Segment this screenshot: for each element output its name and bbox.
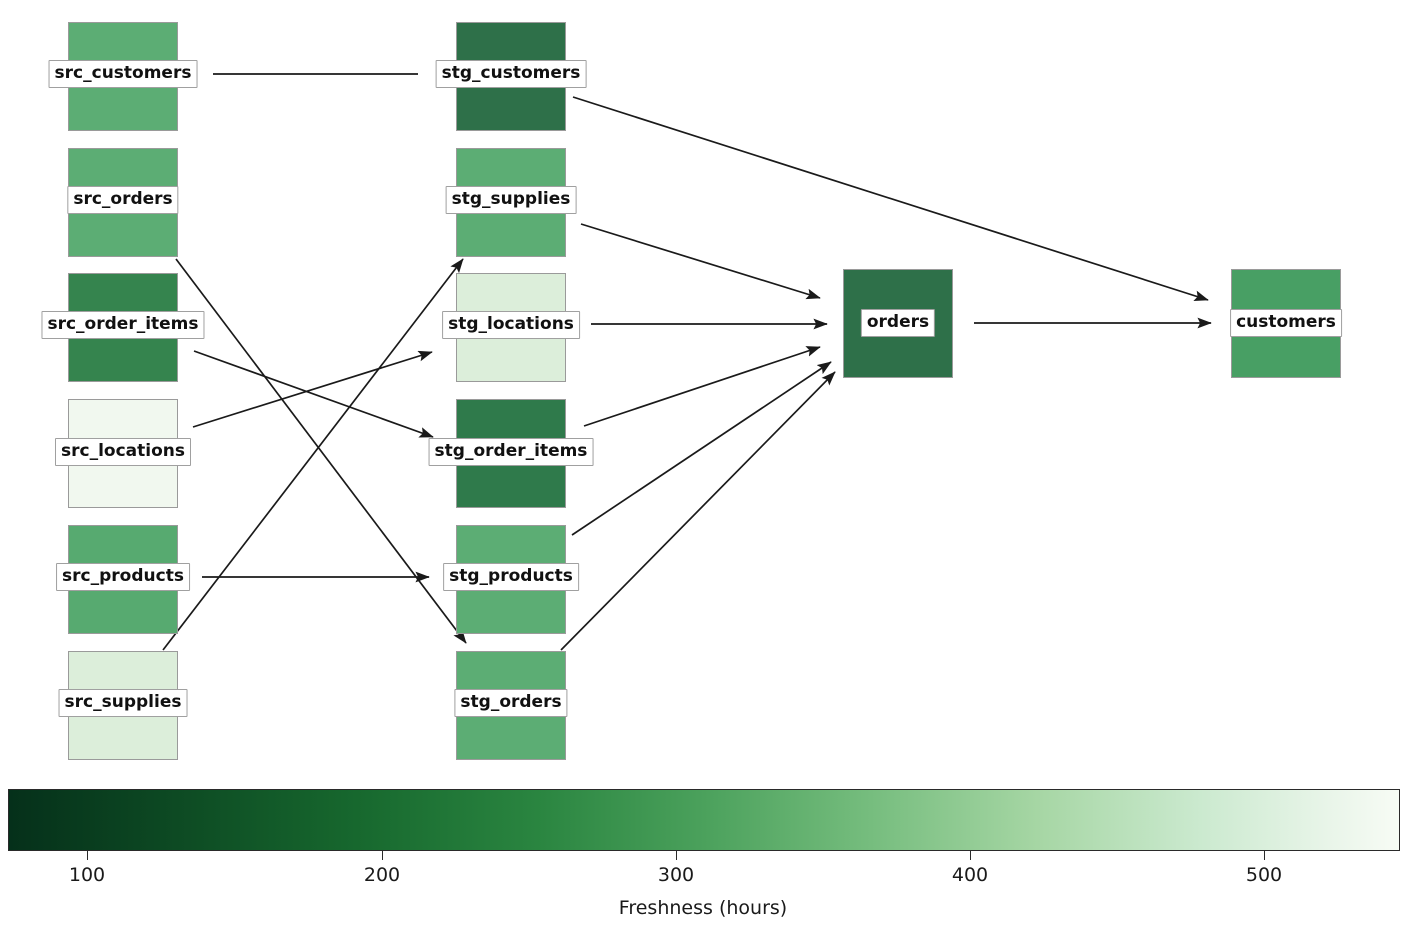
node-label-src-supplies[interactable]: src_supplies [58,689,188,717]
node-label-stg-customers[interactable]: stg_customers [435,60,587,88]
edge-src-order-items-to-stg-order-items [193,350,434,438]
node-label-customers[interactable]: customers [1230,309,1342,337]
edge-stg-order-items-to-orders [583,346,821,427]
colorbar-tick-200 [382,851,384,860]
node-label-stg-orders[interactable]: stg_orders [454,689,568,717]
edge-src-orders-to-stg-orders [175,258,467,644]
edge-src-supplies-to-stg-supplies [162,258,464,651]
edge-stg-supplies-to-orders [580,223,821,300]
node-label-orders[interactable]: orders [860,309,936,337]
colorbar-axis-label: Freshness (hours) [618,897,788,919]
colorbar-ticklabel-1: 200 [363,864,401,886]
node-label-src-products[interactable]: src_products [56,563,190,591]
edge-src-locations-to-stg-locations [192,350,433,428]
node-label-stg-products[interactable]: stg_products [443,563,579,591]
edge-stg-customers-to-customers [572,96,1209,302]
colorbar [8,789,1400,851]
colorbar-tick-100 [87,851,89,860]
colorbar-tick-500 [1264,851,1266,860]
colorbar-ticklabel-0: 100 [68,864,106,886]
colorbar-tick-400 [970,851,972,860]
node-label-src-orders[interactable]: src_orders [67,186,179,214]
colorbar-ticklabel-2: 300 [657,864,695,886]
node-label-stg-order-items[interactable]: stg_order_items [428,438,594,466]
node-label-src-order-items[interactable]: src_order_items [41,311,205,339]
node-label-stg-supplies[interactable]: stg_supplies [445,186,577,214]
colorbar-ticklabel-4: 500 [1245,864,1283,886]
colorbar-ticklabel-3: 400 [951,864,989,886]
colorbar-gradient [8,789,1400,851]
node-label-stg-locations[interactable]: stg_locations [442,311,580,339]
colorbar-tick-300 [676,851,678,860]
edge-stg-products-to-orders [571,361,832,536]
node-label-src-locations[interactable]: src_locations [55,438,191,466]
edge-stg-orders-to-orders [560,371,836,651]
node-label-src-customers[interactable]: src_customers [48,60,198,88]
